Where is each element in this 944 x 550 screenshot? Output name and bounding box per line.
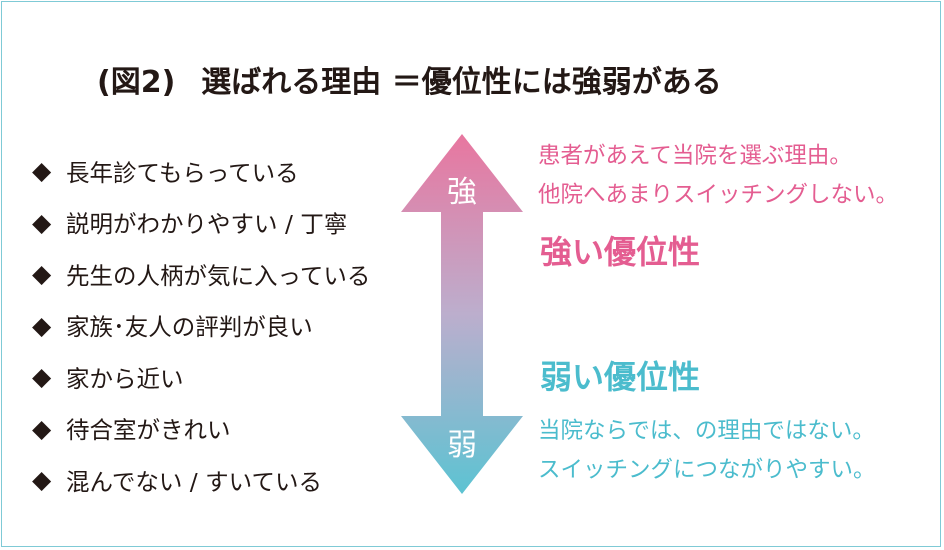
strong-description-line: 患者があえて当院を選ぶ理由。 — [538, 143, 852, 169]
diamond-bullet-icon: ◆ — [32, 207, 52, 237]
weak-description-line: 当院ならでは、の理由ではない。 — [538, 418, 875, 444]
strong-description-line: 他院へあまりスイッチングしない。 — [538, 182, 899, 208]
strong-advantage-heading: 強い優位性 — [540, 233, 701, 271]
double-arrow-icon — [401, 134, 523, 494]
list-item-label: 待合室がきれい — [66, 416, 231, 445]
diamond-bullet-icon: ◆ — [32, 362, 52, 392]
diamond-bullet-icon: ◆ — [32, 310, 52, 340]
list-item-label: 先生の人柄が気に入っている — [66, 261, 371, 290]
list-item-label: 家族･友人の評判が良い — [66, 313, 313, 342]
diamond-bullet-icon: ◆ — [32, 259, 52, 289]
list-item-label: 説明がわかりやすい / 丁寧 — [66, 210, 348, 239]
list-item-label: 長年診てもらっている — [66, 158, 299, 187]
list-item: ◆ 説明がわかりやすい / 丁寧 — [32, 197, 370, 249]
diamond-bullet-icon: ◆ — [32, 156, 52, 186]
figure-heading: 選ばれる理由 ＝優位性には強弱がある — [201, 65, 722, 100]
list-item: ◆ 長年診てもらっている — [32, 145, 370, 197]
list-item-label: 混んでない / すいている — [66, 467, 322, 496]
list-item-label: 家から近い — [66, 364, 184, 393]
weak-description: 当院ならでは、の理由ではない。 スイッチングにつながりやすい。 — [538, 412, 876, 490]
weak-description-line: スイッチングにつながりやすい。 — [538, 457, 876, 483]
reason-list: ◆ 長年診てもらっている ◆ 説明がわかりやすい / 丁寧 ◆ 先生の人柄が気に入って… — [32, 145, 370, 506]
figure-title: (図2) 選ばれる理由 ＝優位性には強弱がある — [97, 57, 722, 101]
list-item: ◆ 家から近い — [32, 351, 370, 403]
arrow-shape — [401, 134, 523, 494]
weak-advantage-heading: 弱い優位性 — [540, 358, 701, 396]
list-item: ◆ 先生の人柄が気に入っている — [32, 248, 370, 300]
diamond-bullet-icon: ◆ — [32, 413, 52, 443]
figure-number: (図2) — [97, 65, 176, 100]
list-item: ◆ 家族･友人の評判が良い — [32, 300, 370, 352]
list-item: ◆ 待合室がきれい — [32, 403, 370, 455]
strong-description: 患者があえて当院を選ぶ理由。 他院へあまりスイッチングしない。 — [538, 137, 898, 215]
list-item: ◆ 混んでない / すいている — [32, 454, 370, 506]
weak-label: 弱 — [447, 428, 477, 463]
strong-label: 強 — [447, 175, 477, 210]
diamond-bullet-icon: ◆ — [32, 465, 52, 495]
